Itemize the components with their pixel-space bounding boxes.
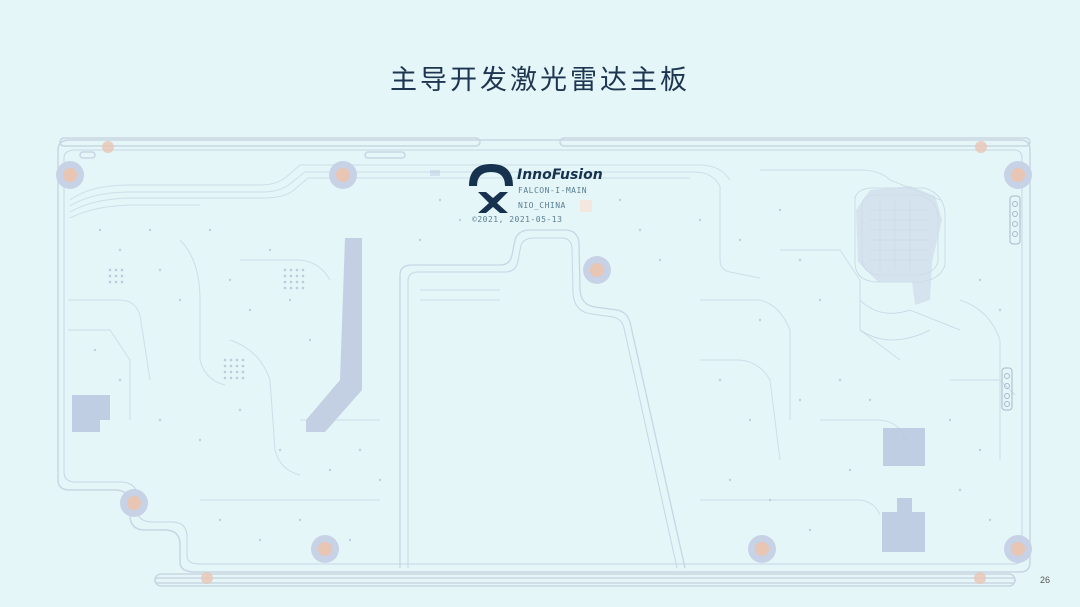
via-field [93, 198, 1002, 542]
mounting-hole [56, 161, 84, 189]
board-outline [57, 137, 1031, 587]
copper-pour-left [306, 238, 362, 432]
bga-grid-left [108, 268, 305, 380]
copper-pour-right [856, 186, 942, 305]
slide-title: 主导开发激光雷达主板 [390, 65, 690, 96]
silkscreen-line3: ©2021, 2021-05-13 [472, 215, 563, 224]
brand-name: InnoFusion [517, 167, 603, 183]
pad-left [72, 395, 110, 432]
silkscreen-line2: NIO_CHINA [518, 201, 566, 210]
pad-right-upper [883, 428, 925, 466]
mounting-hole [1004, 161, 1032, 189]
mounting-hole [311, 535, 339, 563]
edge-connector [1001, 195, 1021, 411]
page-number: 26 [1040, 575, 1051, 585]
pcb-traces [68, 164, 1016, 516]
center-cutout [399, 229, 686, 569]
mounting-hole [329, 161, 357, 189]
nio-logo-icon [469, 164, 513, 213]
pad-right-lower [882, 498, 925, 552]
mounting-hole [1004, 535, 1032, 563]
silkscreen-line1: FALCON-I-MAIN [518, 186, 588, 195]
pads [72, 170, 925, 552]
mounting-hole [748, 535, 776, 563]
mounting-hole [583, 256, 611, 284]
mounting-holes [56, 141, 1032, 584]
mounting-hole [120, 489, 148, 517]
